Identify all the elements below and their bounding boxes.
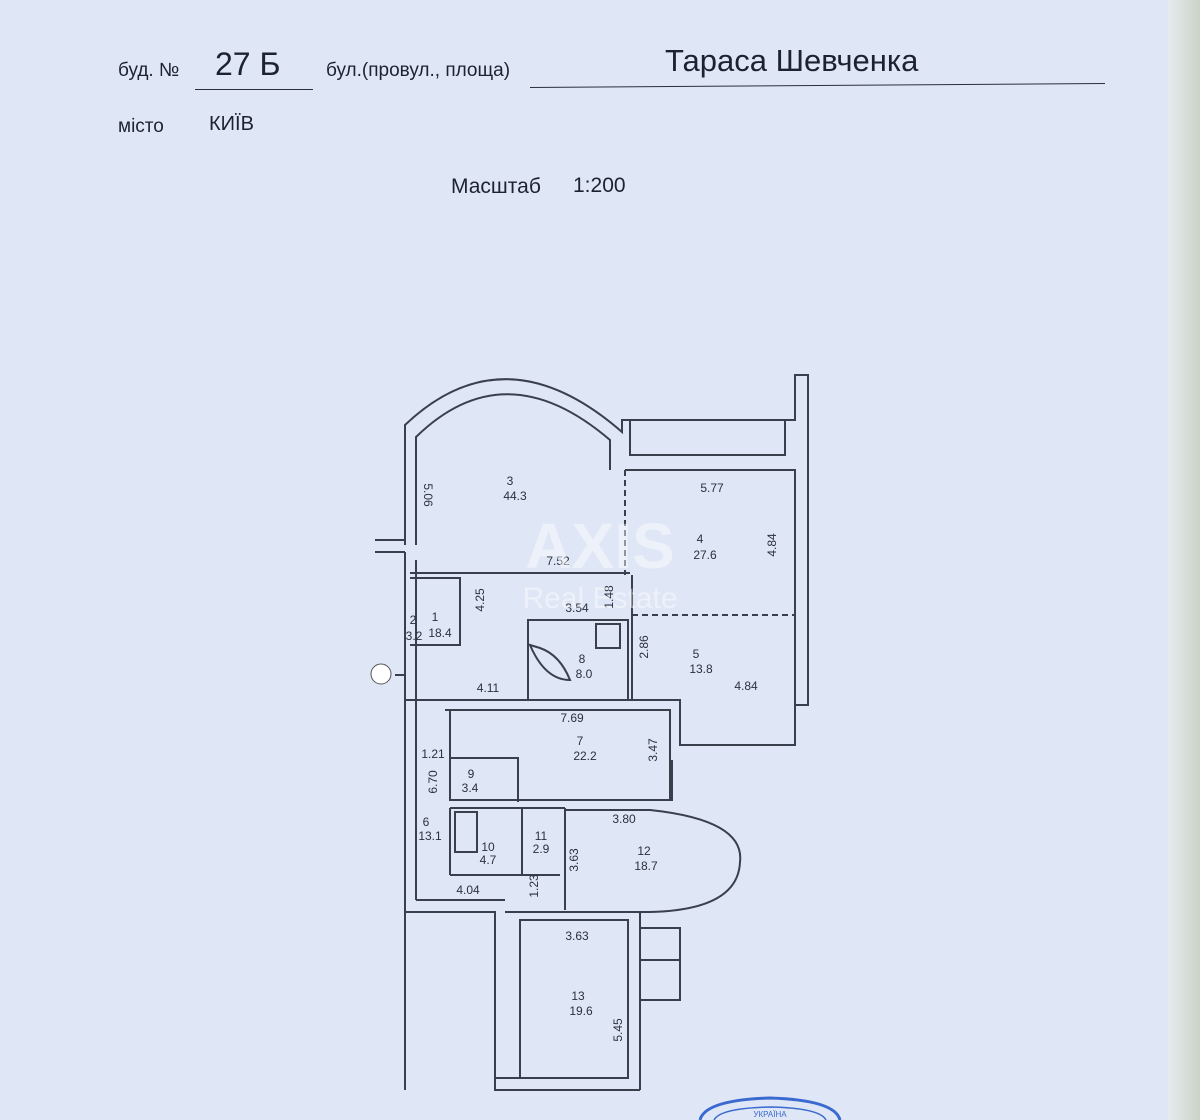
dim: 4.84: [765, 533, 779, 557]
room-4-number: 4: [697, 532, 704, 546]
dim: 5.06: [421, 483, 435, 507]
room-2-area: 3.2: [406, 629, 423, 643]
city-name: КИЇВ: [209, 113, 254, 135]
dim: 4.84: [734, 679, 758, 693]
watermark-brand: AXIS: [525, 510, 674, 582]
room-13-area: 19.6: [569, 1004, 593, 1018]
dim: 1.23: [527, 874, 541, 898]
city-label: місто: [118, 116, 164, 137]
stamp-text: УКРАЇНА: [753, 1110, 787, 1119]
scale-value: 1:200: [573, 174, 626, 197]
room-5-area: 13.8: [689, 662, 713, 676]
scale-label: Масштаб: [451, 175, 541, 198]
dim: 7.69: [560, 711, 584, 725]
room-12-number: 12: [637, 844, 651, 858]
watermark-subtitle: Real Estate: [522, 582, 677, 615]
walls: [375, 374, 809, 1091]
dim: 1.48: [602, 585, 616, 609]
room-2-number: 2: [410, 613, 417, 627]
dim: 5.45: [611, 1018, 625, 1042]
room-8-area: 8.0: [576, 667, 593, 681]
room-13-number: 13: [571, 989, 585, 1003]
room-11-area: 2.9: [533, 842, 550, 856]
building-label: буд. №: [118, 60, 180, 81]
room-6-area: 13.1: [418, 829, 442, 843]
dim: 2.86: [637, 635, 651, 659]
dim: 4.11: [477, 681, 500, 695]
dimension-labels: 5.06 7.52 5.77 4.84 4.25 1.48 3.54 2.86 …: [421, 481, 779, 1042]
dim: 3.47: [646, 738, 660, 762]
room-3-area: 44.3: [503, 489, 527, 503]
dim: 7.52: [546, 554, 570, 568]
room-7-area: 22.2: [573, 749, 597, 763]
building-number-underline: [195, 89, 313, 90]
room-11-number: 11: [535, 829, 548, 843]
room-4-area: 27.6: [693, 548, 717, 562]
page-edge: [1168, 0, 1200, 1120]
dim: 3.63: [565, 929, 589, 943]
room-8-number: 8: [579, 652, 586, 666]
room-3-number: 3: [507, 474, 514, 488]
entrance-marker: [370, 663, 392, 685]
street-name: Тараса Шевченка: [665, 43, 919, 78]
room-1-number: 1: [432, 610, 439, 624]
room-5-number: 5: [693, 647, 700, 661]
street-type-label: бул.(провул., площа): [326, 60, 511, 81]
dim: 4.25: [473, 588, 487, 612]
room-10-number: 10: [481, 840, 495, 854]
dim: 6.70: [426, 770, 440, 794]
dim: 3.80: [612, 812, 636, 826]
room-labels: 1 18.4 2 3.2 3 44.3 4 27.6 5 13.8 6 13.1…: [406, 474, 717, 1018]
room-1-area: 18.4: [428, 626, 452, 640]
dim: 5.77: [700, 481, 724, 495]
stamp: УКРАЇНА: [698, 1096, 842, 1120]
room-9-number: 9: [468, 767, 475, 781]
dim: 3.63: [567, 848, 581, 872]
dim: 4.04: [456, 883, 480, 897]
dim: 1.21: [421, 747, 445, 761]
building-number: 27 Б: [215, 46, 281, 82]
room-9-area: 3.4: [462, 781, 479, 795]
room-7-number: 7: [577, 734, 584, 748]
dim: 3.54: [565, 601, 589, 615]
room-6-number: 6: [423, 815, 430, 829]
room-10-area: 4.7: [480, 853, 497, 867]
room-12-area: 18.7: [634, 859, 658, 873]
